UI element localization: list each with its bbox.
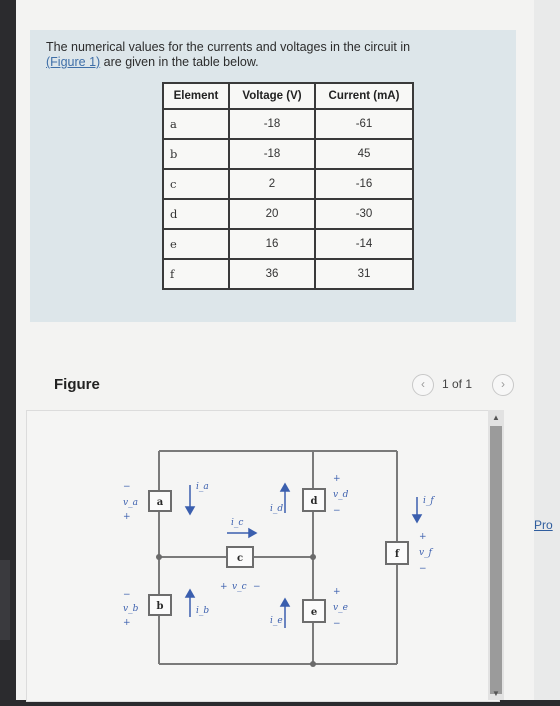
table-row: b -18 45	[162, 138, 414, 170]
cell-voltage: 20	[228, 198, 316, 230]
cell-element: a	[162, 108, 230, 140]
cell-voltage: 36	[228, 258, 316, 290]
header-voltage: Voltage (V)	[228, 82, 316, 110]
cell-current: -16	[314, 168, 414, 200]
chevron-left-icon: ‹	[421, 377, 425, 391]
cell-voltage: 2	[228, 168, 316, 200]
minus-sign: −	[123, 482, 131, 492]
figure-1-link[interactable]: (Figure 1)	[46, 55, 101, 69]
cell-voltage: -18	[228, 138, 316, 170]
scrollbar-thumb[interactable]	[490, 426, 502, 694]
element-b-box	[148, 594, 172, 616]
page-indicator: 1 of 1	[442, 377, 473, 391]
header-current: Current (mA)	[314, 82, 414, 110]
cell-current: 45	[314, 138, 414, 170]
cell-current: -14	[314, 228, 414, 260]
figure-scrollbar[interactable]: ▲ ▼	[488, 410, 504, 700]
plus-sign: +	[220, 582, 228, 592]
node-dot	[156, 554, 162, 560]
chevron-right-icon: ›	[501, 377, 505, 391]
minus-sign: −	[253, 582, 261, 592]
table-row: e 16 -14	[162, 228, 414, 260]
cell-element: d	[162, 198, 230, 230]
element-label-e: e	[311, 607, 317, 618]
monitor-bezel	[0, 560, 10, 640]
previous-figure-button[interactable]: ‹	[412, 374, 434, 396]
next-figure-button[interactable]: ›	[492, 374, 514, 396]
element-label-b: b	[157, 601, 164, 612]
table-row: a -18 -61	[162, 108, 414, 140]
problem-text-start: The numerical values for the currents an…	[46, 40, 411, 54]
element-label-d: d	[311, 496, 318, 507]
screen: The numerical values for the currents an…	[16, 0, 560, 702]
minus-sign: −	[333, 506, 341, 516]
voltage-label-f: v_f	[419, 548, 434, 558]
element-d-box	[302, 488, 326, 512]
cell-element: b	[162, 138, 230, 170]
current-label-e: i_e	[270, 616, 283, 626]
element-label-c: c	[237, 553, 243, 564]
cell-element: c	[162, 168, 230, 200]
voltage-label-e: v_e	[333, 603, 348, 613]
figure-viewport: a b c d e f i_a i_	[26, 410, 500, 702]
problem-text-end: are given in the table below.	[100, 55, 259, 69]
element-a-box	[148, 490, 172, 512]
node-dot	[310, 554, 316, 560]
element-label-a: a	[157, 497, 164, 508]
current-label-c: i_c	[231, 518, 243, 528]
voltage-label-b: v_b	[123, 604, 139, 614]
voltage-label-d: v_d	[333, 490, 349, 500]
cell-voltage: 16	[228, 228, 316, 260]
plus-sign: +	[333, 474, 341, 484]
current-label-f: i_f	[423, 496, 435, 506]
element-f-box	[385, 541, 409, 565]
figure-heading: Figure	[54, 376, 100, 393]
scroll-up-icon[interactable]: ▲	[492, 413, 500, 422]
cell-current: -30	[314, 198, 414, 230]
table-row: c 2 -16	[162, 168, 414, 200]
cell-element: e	[162, 228, 230, 260]
current-label-d: i_d	[270, 504, 283, 514]
cell-current: -61	[314, 108, 414, 140]
minus-sign: −	[419, 564, 427, 574]
scroll-down-icon[interactable]: ▼	[492, 689, 500, 698]
element-c-box	[226, 546, 254, 568]
cell-current: 31	[314, 258, 414, 290]
plus-sign: +	[123, 512, 131, 522]
side-tab-link[interactable]: Pro	[534, 518, 553, 532]
element-label-f: f	[395, 549, 400, 560]
current-label-a: i_a	[196, 482, 209, 492]
plus-sign: +	[333, 587, 341, 597]
minus-sign: −	[333, 619, 341, 629]
element-e-box	[302, 599, 326, 623]
minus-sign: −	[123, 590, 131, 600]
table-row: d 20 -30	[162, 198, 414, 230]
current-label-b: i_b	[196, 606, 209, 616]
header-element: Element	[162, 82, 230, 110]
table-header-row: Element Voltage (V) Current (mA)	[162, 82, 414, 110]
plus-sign: +	[419, 532, 427, 542]
voltage-label-a: v_a	[123, 498, 138, 508]
cell-voltage: -18	[228, 108, 316, 140]
table-row: f 36 31	[162, 258, 414, 290]
circuit-diagram: a b c d e f i_a i_	[123, 450, 435, 667]
node-dot	[310, 661, 316, 667]
content-panel: The numerical values for the currents an…	[16, 0, 534, 702]
plus-sign: +	[123, 618, 131, 628]
problem-statement: The numerical values for the currents an…	[46, 40, 486, 70]
cell-element: f	[162, 258, 230, 290]
values-table: Element Voltage (V) Current (mA) a -18 -…	[162, 82, 414, 290]
voltage-label-c: v_c	[232, 582, 247, 592]
